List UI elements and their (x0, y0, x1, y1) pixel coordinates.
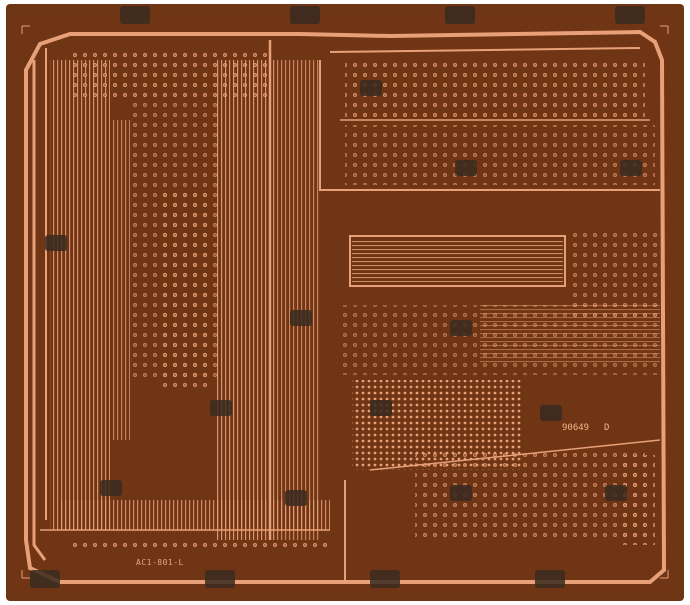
serial-suffix-label: D (604, 423, 609, 433)
corner-fiducials (21, 25, 669, 579)
outer-copper-frame (24, 29, 667, 584)
central-bus-traces (215, 40, 660, 540)
serial-code-label: 90649 (562, 423, 589, 433)
mid-right-traces (340, 305, 660, 375)
middle-ic-socket (349, 230, 660, 320)
bottom-edge-connector (40, 500, 330, 552)
top-right-ic-region (329, 47, 655, 185)
left-bus-traces (50, 60, 130, 530)
part-number-label: AC1-801-L (136, 558, 184, 567)
silkscreen-marks (30, 6, 645, 588)
